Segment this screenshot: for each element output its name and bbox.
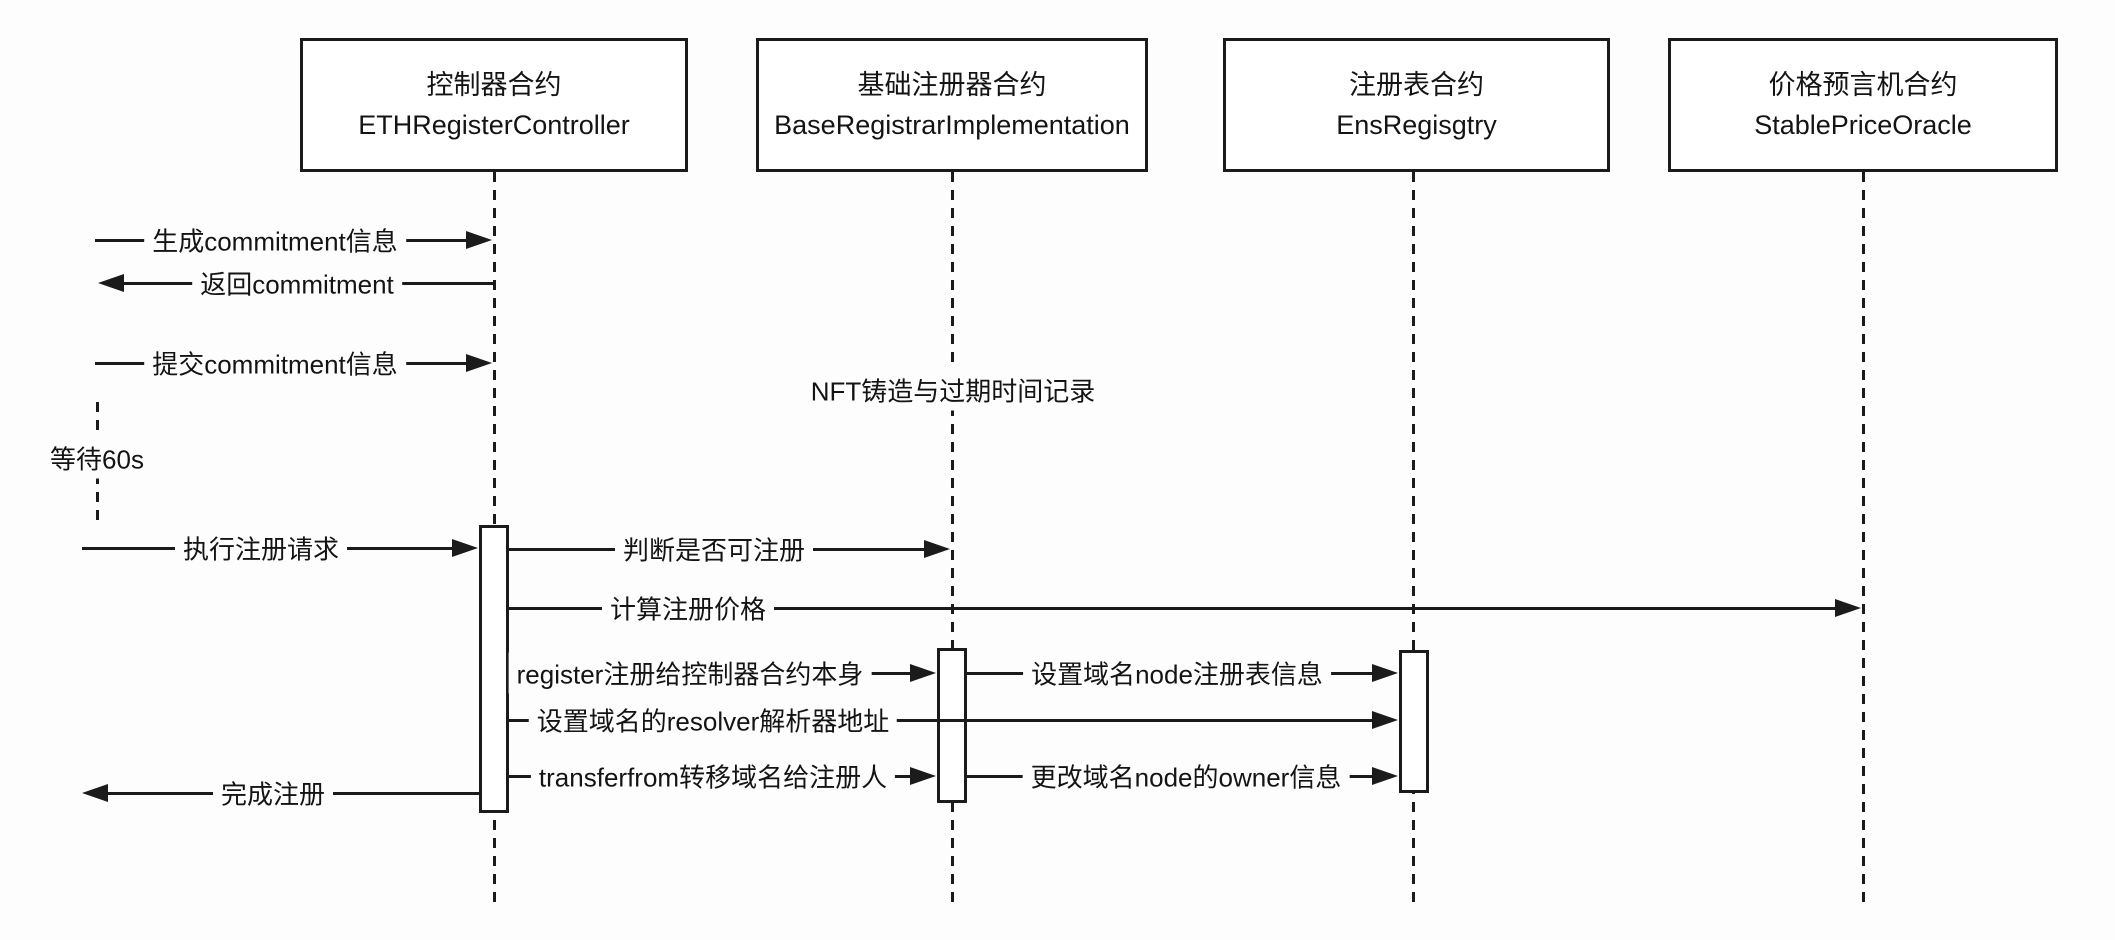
wait-60s-note: 等待60s (42, 437, 152, 479)
message-label: 更改域名node的owner信息 (1022, 755, 1350, 797)
lifeline-base-registrar-implementation (950, 172, 954, 905)
message-arrowhead-icon (466, 231, 492, 249)
message-arrowhead-icon (1835, 599, 1861, 617)
message-label: 判断是否可注册 (614, 528, 814, 570)
message-label: 设置域名的resolver解析器地址 (528, 699, 898, 741)
message-arrowhead-icon (1372, 767, 1398, 785)
message-label: 完成注册 (212, 772, 334, 814)
participant-box-base-registrar-implementation: 基础注册器合约 BaseRegistrarImplementation (756, 38, 1148, 172)
activation-bar-ens-registry (1399, 650, 1429, 793)
participant-title-en: EnsRegisgtry (1336, 110, 1497, 140)
message-label: 生成commitment信息 (144, 219, 406, 261)
message-arrowhead-icon (1372, 664, 1398, 682)
message-label: transferfrom转移域名给注册人 (530, 755, 896, 797)
participant-title-en: ETHRegisterController (358, 110, 630, 140)
message-arrowhead-icon (452, 539, 478, 557)
participant-box-ens-registry: 注册表合约 EnsRegisgtry (1223, 38, 1610, 172)
message-label: 返回commitment (192, 262, 402, 304)
activation-bar-eth-register-controller (479, 525, 509, 813)
message-arrowhead-icon (98, 274, 124, 292)
message-label: register注册给控制器合约本身 (508, 652, 872, 694)
message-line (509, 606, 1840, 610)
message-arrowhead-icon (924, 540, 950, 558)
activation-bar-base-registrar-implementation (937, 648, 967, 803)
participant-title-en: StablePriceOracle (1754, 110, 1972, 140)
participant-title-cn: 基础注册器合约 (857, 69, 1047, 100)
participant-title-cn: 价格预言机合约 (1768, 69, 1958, 100)
participant-title-cn: 注册表合约 (1349, 69, 1484, 100)
participant-box-stable-price-oracle: 价格预言机合约 StablePriceOracle (1668, 38, 2058, 172)
message-arrowhead-icon (82, 784, 108, 802)
message-label: 执行注册请求 (174, 527, 348, 569)
participant-title-en: BaseRegistrarImplementation (774, 110, 1130, 140)
lifeline-ens-registry (1411, 172, 1415, 905)
lifeline-stable-price-oracle (1861, 172, 1865, 905)
message-line (509, 718, 1377, 722)
message-label: 提交commitment信息 (144, 342, 406, 384)
participant-title-cn: 控制器合约 (426, 69, 562, 100)
message-arrowhead-icon (910, 664, 936, 682)
participant-box-eth-register-controller: 控制器合约 ETHRegisterController (300, 38, 688, 172)
nft-mint-note: NFT铸造与过期时间记录 (802, 369, 1104, 411)
message-arrowhead-icon (910, 767, 936, 785)
message-arrowhead-icon (1372, 711, 1398, 729)
message-label: 计算注册价格 (601, 587, 775, 629)
message-arrowhead-icon (466, 354, 492, 372)
message-label: 设置域名node注册表信息 (1023, 652, 1331, 694)
